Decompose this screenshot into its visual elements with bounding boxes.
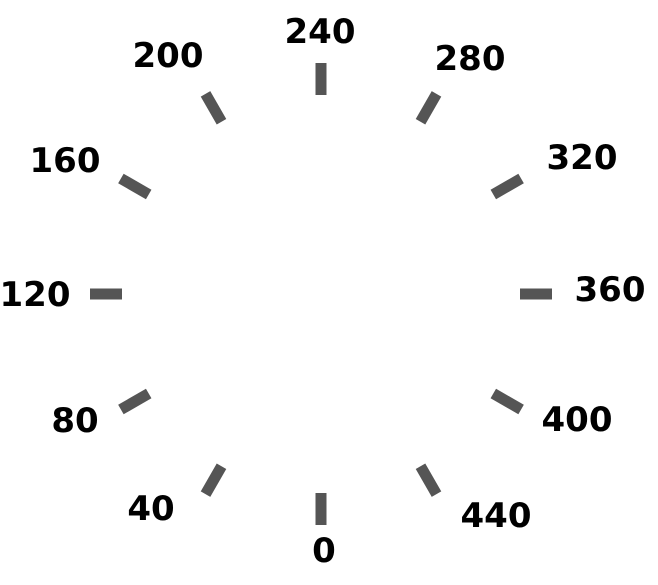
tick-label-40: 40 xyxy=(127,489,174,529)
tick-label-240: 240 xyxy=(285,12,356,52)
tick-label-440: 440 xyxy=(461,496,532,536)
tick-mark-200 xyxy=(200,91,227,125)
tick-label-200: 200 xyxy=(133,36,204,76)
tick-label-0: 0 xyxy=(312,531,336,571)
tick-label-320: 320 xyxy=(547,138,618,178)
tick-label-360: 360 xyxy=(575,270,646,310)
tick-label-160: 160 xyxy=(30,141,101,181)
tick-mark-40 xyxy=(200,463,227,497)
tick-label-80: 80 xyxy=(51,401,98,441)
tick-mark-400 xyxy=(490,388,524,415)
tick-mark-320 xyxy=(490,173,524,200)
tick-label-400: 400 xyxy=(542,400,613,440)
tick-mark-440 xyxy=(415,463,442,497)
tick-mark-280 xyxy=(415,91,442,125)
tick-label-120: 120 xyxy=(0,275,70,315)
tick-label-280: 280 xyxy=(435,39,506,79)
tick-mark-160 xyxy=(118,173,152,200)
tick-mark-80 xyxy=(118,388,152,415)
